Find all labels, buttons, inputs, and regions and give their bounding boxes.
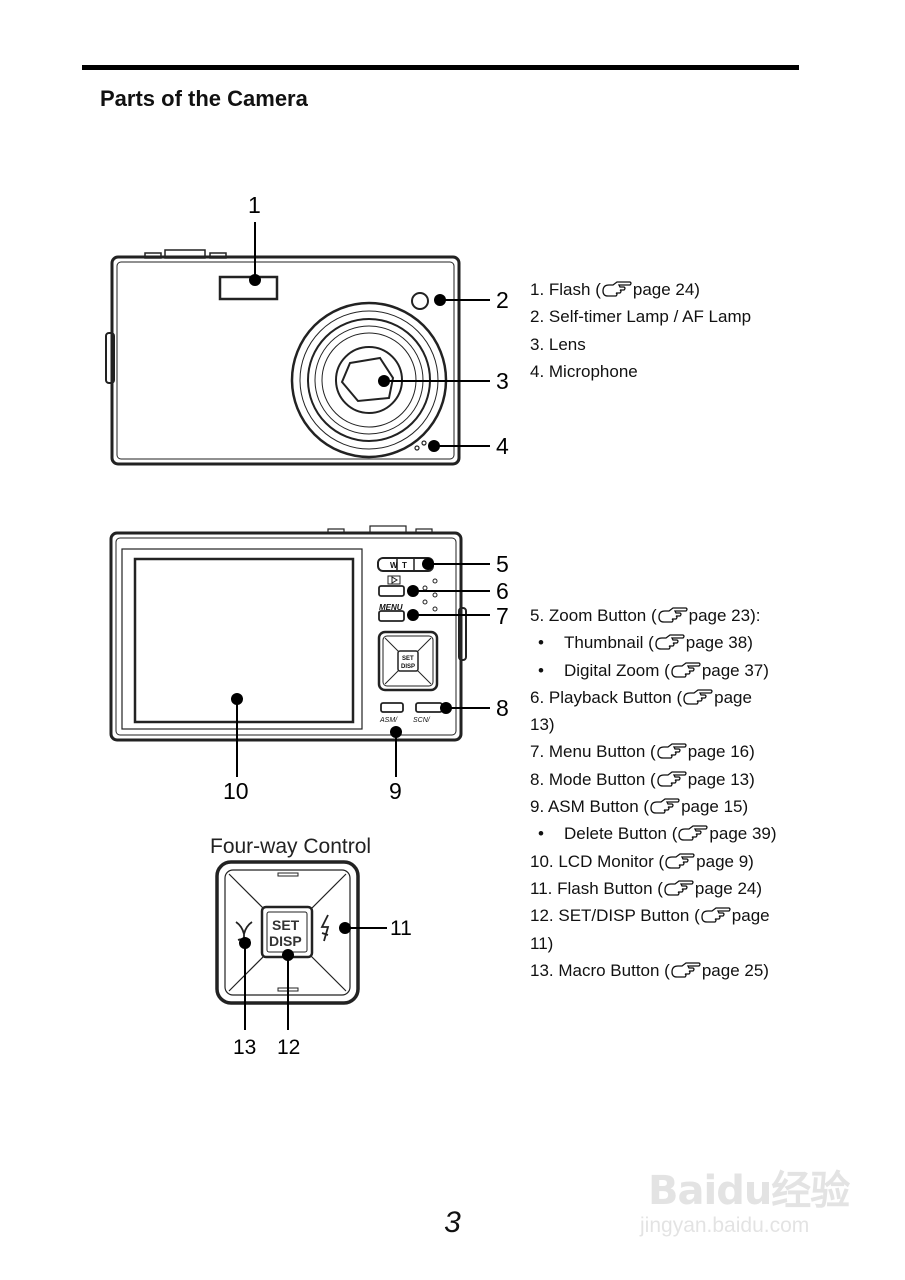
four-way-callout-13: 13 [233, 1036, 256, 1059]
watermark-logo: Baidu经验 [648, 1168, 850, 1214]
pad-disp-label: DISP [401, 664, 415, 670]
back-parts-list: 5. Zoom Button (page 23): •Thumbnail (pa… [530, 602, 777, 984]
list-item-menu: 7. Menu Button (page 16) [530, 742, 755, 762]
pointing-hand-icon [671, 962, 701, 978]
camera-front-view [105, 249, 461, 466]
pointing-hand-icon [664, 880, 694, 896]
back-callout-5: 5 [496, 551, 509, 577]
asm-label: ASM/ [379, 717, 398, 724]
list-subitem-delete: •Delete Button (page 39) [538, 824, 777, 844]
page-title: Parts of the Camera [100, 86, 308, 111]
back-callout-10: 10 [223, 778, 249, 804]
list-item-playback-cont: 13) [530, 715, 555, 735]
pointing-hand-icon [678, 825, 709, 842]
list-item-self-timer: 2. Self-timer Lamp / AF Lamp [530, 307, 752, 327]
zoom-t-label: T [402, 561, 407, 570]
list-item-flash: 1. Flash (page 24) [530, 280, 700, 299]
baidu-watermark: Baidu经验 jingyan.baidu.com [640, 1150, 860, 1250]
back-callout-dots [231, 558, 452, 738]
camera-back-view [109, 525, 467, 742]
back-callout-6: 6 [496, 578, 509, 604]
back-callout-lines [236, 563, 490, 777]
list-subitem-thumbnail: •Thumbnail (page 38) [538, 633, 753, 653]
scn-label: SCN/ [413, 717, 431, 724]
four-way-title: Four-way Control [210, 835, 371, 858]
pointing-hand-icon [657, 743, 687, 760]
pad-set-label: SET [402, 656, 414, 662]
front-callout-lines [254, 222, 490, 447]
list-item-macro: 13. Macro Button (page 25) [530, 960, 769, 980]
watermark-url: jingyan.baidu.com [640, 1214, 810, 1237]
header-rule [82, 65, 799, 70]
four-way-callout-lines [244, 927, 387, 1030]
pointing-hand-icon [650, 798, 680, 814]
menu-label: MENU [379, 603, 403, 612]
pointing-hand-icon [701, 907, 731, 923]
back-callout-7: 7 [496, 603, 509, 629]
back-callout-8: 8 [496, 695, 509, 721]
list-item-lcd: 10. LCD Monitor (page 9) [530, 851, 754, 871]
list-item-mode: 8. Mode Button (page 13) [530, 769, 755, 789]
list-subitem-digital-zoom: •Digital Zoom (page 37) [538, 660, 769, 680]
front-callout-3: 3 [496, 368, 509, 394]
pointing-hand-icon [657, 607, 688, 623]
pointing-hand-icon [655, 634, 685, 650]
pointing-hand-icon [665, 853, 695, 869]
four-way-disp-label: DISP [269, 933, 302, 949]
front-parts-list: 1. Flash (page 24) 2. Self-timer Lamp / … [530, 276, 751, 385]
list-item-zoom: 5. Zoom Button (page 23): [530, 606, 761, 625]
front-callout-2: 2 [496, 287, 509, 313]
list-item-flash-button: 11. Flash Button (page 24) [530, 878, 763, 898]
list-item-lens: 3. Lens [530, 334, 586, 354]
four-way-set-label: SET [272, 917, 300, 933]
list-item-asm: 9. ASM Button (page 15) [530, 797, 749, 817]
page-number: 3 [444, 1206, 461, 1239]
pointing-hand-icon [602, 281, 632, 297]
front-callout-4: 4 [496, 433, 509, 459]
pointing-hand-icon [657, 771, 687, 787]
list-item-microphone: 4. Microphone [530, 361, 638, 381]
list-item-setdisp: 12. SET/DISP Button (page [530, 906, 770, 926]
four-way-callout-12: 12 [277, 1036, 300, 1059]
front-callout-dots [249, 274, 446, 452]
zoom-w-label: W [390, 561, 398, 570]
pointing-hand-icon [683, 689, 713, 705]
pointing-hand-icon [671, 661, 701, 678]
list-item-playback: 6. Playback Button (page [530, 687, 752, 707]
front-callout-1: 1 [248, 192, 261, 218]
four-way-callout-11: 11 [390, 917, 412, 940]
four-way-callout-dots [239, 922, 351, 961]
back-callout-9: 9 [389, 778, 402, 804]
list-item-setdisp-cont: 11) [530, 933, 554, 953]
